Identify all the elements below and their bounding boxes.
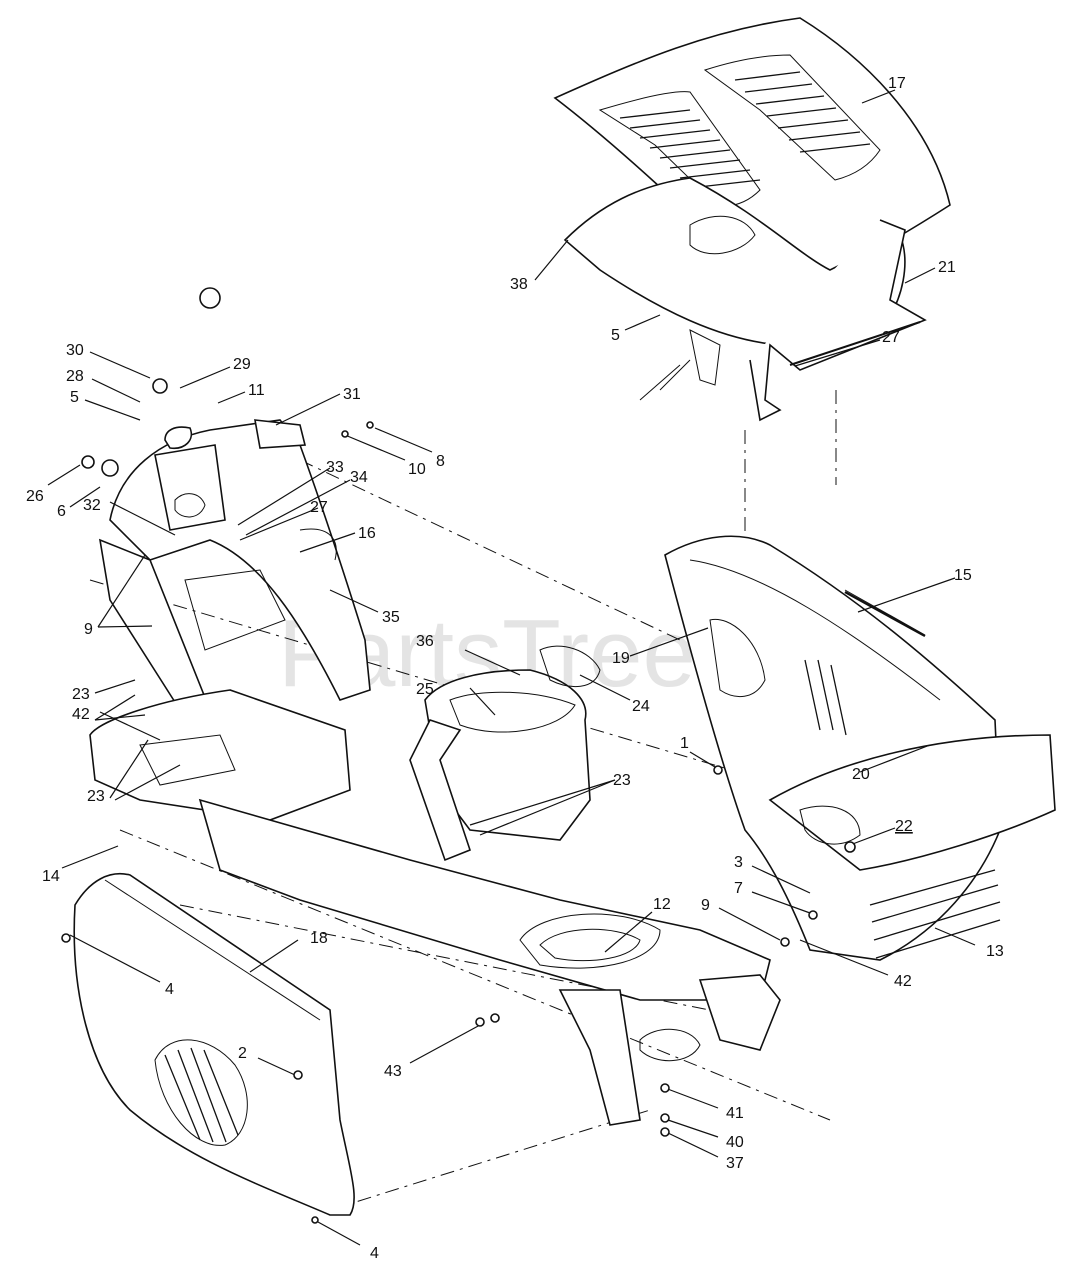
callout-9-right: 9 — [701, 897, 710, 914]
callout-15: 15 — [954, 567, 972, 584]
callout-5: 5 — [611, 327, 620, 344]
callout-36: 36 — [416, 633, 434, 650]
callout-18: 18 — [310, 930, 328, 947]
callout-37: 37 — [726, 1155, 744, 1172]
callout-3: 3 — [734, 854, 743, 871]
callout-12: 12 — [653, 896, 671, 913]
callout-23-top: 23 — [72, 686, 90, 703]
callout-27: 27 — [882, 329, 900, 346]
callout-42-left: 42 — [72, 706, 90, 723]
callout-11: 11 — [248, 382, 265, 399]
callout-7: 7 — [734, 880, 743, 897]
callout-34: 34 — [350, 469, 368, 486]
hood — [553, 17, 951, 422]
callout-20: 20 — [852, 766, 870, 783]
callout-9: 9 — [84, 621, 93, 638]
callout-24: 24 — [632, 698, 650, 715]
callout-40: 40 — [726, 1134, 744, 1151]
callout-13: 13 — [986, 943, 1004, 960]
callout-30: 30 — [66, 342, 84, 359]
side-panel — [73, 873, 355, 1216]
front-grille — [664, 535, 1056, 961]
callout-4-bottom: 4 — [370, 1245, 379, 1262]
callout-41: 41 — [726, 1105, 744, 1122]
callout-28: 28 — [66, 368, 84, 385]
callout-42-right: 42 — [894, 973, 912, 990]
callout-23-tank: 23 — [613, 772, 631, 789]
callout-35: 35 — [382, 609, 400, 626]
callout-2: 2 — [238, 1045, 247, 1062]
fuel-tank — [409, 645, 601, 862]
callout-32: 32 — [83, 497, 101, 514]
callout-23-bottom: 23 — [87, 788, 105, 805]
callout-8: 8 — [436, 453, 445, 470]
callout-26: 26 — [26, 488, 44, 505]
rods — [789, 321, 926, 638]
callout-5-left: 5 — [70, 389, 79, 406]
callout-31: 31 — [343, 386, 361, 403]
callout-21: 21 — [938, 259, 956, 276]
callout-43: 43 — [384, 1063, 402, 1080]
callout-33: 33 — [326, 459, 344, 476]
callout-16: 16 — [358, 525, 376, 542]
callout-14: 14 — [42, 868, 60, 885]
frame — [89, 689, 781, 1126]
callouts: 17 38 21 5 27 30 29 28 11 5 31 8 10 26 6… — [26, 75, 1004, 1262]
callout-4-top: 4 — [165, 981, 174, 998]
callout-22: 22 — [895, 818, 913, 835]
callout-38: 38 — [510, 276, 528, 293]
callout-10: 10 — [408, 461, 426, 478]
callout-6: 6 — [57, 503, 66, 520]
callout-27-left: 27 — [310, 499, 328, 516]
leader-lines — [47, 89, 976, 1246]
callout-25: 25 — [416, 681, 434, 698]
callout-17: 17 — [888, 75, 906, 92]
callout-1: 1 — [680, 735, 689, 752]
hardware — [61, 287, 856, 1224]
callout-29: 29 — [233, 356, 251, 373]
callout-19: 19 — [612, 650, 630, 667]
